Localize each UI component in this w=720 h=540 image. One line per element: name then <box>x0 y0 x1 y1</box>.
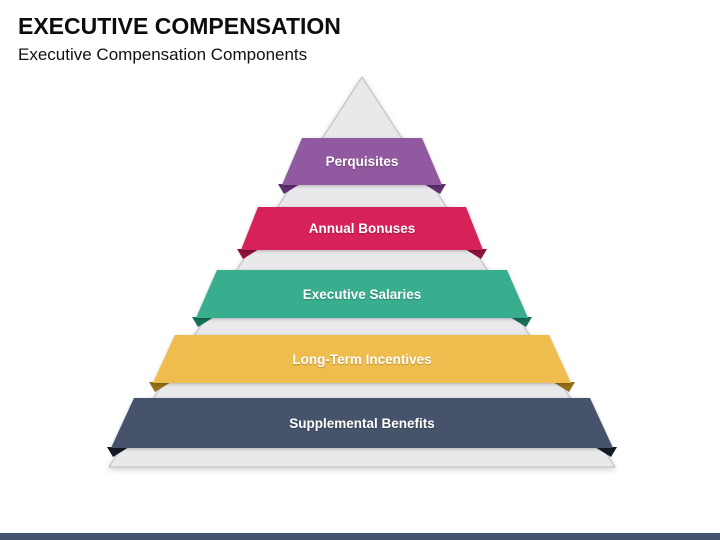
ribbon-band <box>241 207 483 250</box>
ribbon-fold-right-icon <box>510 317 532 327</box>
ribbon-band <box>153 335 571 383</box>
ribbon-fold-left-icon <box>149 382 171 392</box>
ribbon-fold-right-icon <box>424 184 446 194</box>
ribbon-fold-left-icon <box>107 447 129 457</box>
ribbon-fold-left-icon <box>278 184 300 194</box>
slide-title: EXECUTIVE COMPENSATION <box>18 13 341 39</box>
pyramid-level-supplemental-benefits: Supplemental Benefits <box>107 398 617 457</box>
ribbon-label: Supplemental Benefits <box>289 416 435 431</box>
pyramid-level-long-term-incentives: Long-Term Incentives <box>149 335 575 392</box>
ribbon-label: Annual Bonuses <box>309 221 416 236</box>
pyramid-level-perquisites: Perquisites <box>278 138 446 194</box>
pyramid-level-annual-bonuses: Annual Bonuses <box>237 207 487 259</box>
ribbon-fold-right-icon <box>553 382 575 392</box>
ribbon-fold-left-icon <box>237 249 259 259</box>
ribbon-fold-right-icon <box>465 249 487 259</box>
ribbon-fold-right-icon <box>595 447 617 457</box>
ribbon-band <box>111 398 613 448</box>
footer-bar <box>0 533 720 540</box>
ribbon-label: Long-Term Incentives <box>292 352 431 367</box>
ribbon-band <box>196 270 528 318</box>
pyramid-level-executive-salaries: Executive Salaries <box>192 270 532 327</box>
ribbon-label: Executive Salaries <box>303 287 422 302</box>
ribbon-label: Perquisites <box>326 154 399 169</box>
ribbon-band <box>282 138 442 185</box>
slide-subtitle: Executive Compensation Components <box>18 45 308 64</box>
ribbon-fold-left-icon <box>192 317 214 327</box>
